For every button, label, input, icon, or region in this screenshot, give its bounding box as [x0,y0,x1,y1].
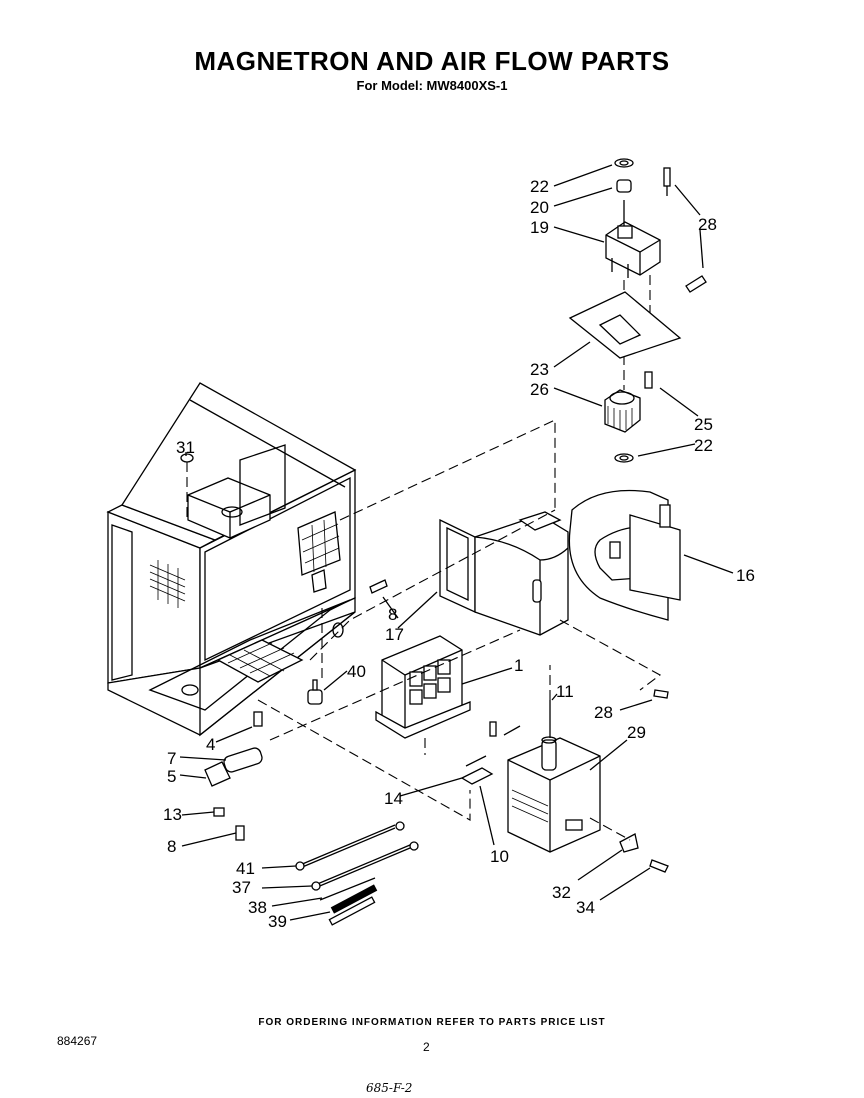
callout-16: 16 [736,566,755,585]
high-voltage-transformer [375,635,471,755]
callout-numbers: 22 20 19 28 23 26 25 22 16 31 8 17 1 40 … [163,177,755,931]
small-hardware [204,579,669,926]
leader-lines [179,164,734,921]
callout-31: 31 [176,438,195,457]
callout-1: 1 [514,656,523,675]
cabinet-drawing [106,382,357,737]
callout-17: 17 [385,625,404,644]
callout-13: 13 [163,805,182,824]
callout-10: 10 [490,847,509,866]
page-number: 2 [423,1040,430,1054]
callout-41: 41 [236,859,255,878]
model-subtitle: For Model: MW8400XS-1 [356,78,508,93]
callout-20: 20 [530,198,549,217]
callout-26: 26 [530,380,549,399]
callout-32: 32 [552,883,571,902]
callout-14: 14 [384,789,403,808]
air-guide [439,511,569,636]
handwritten-note: 685-F-2 [366,1081,413,1095]
callout-39: 39 [268,912,287,931]
callout-29: 29 [627,723,646,742]
callout-8-lower: 8 [167,837,176,856]
ordering-information-note: FOR ORDERING INFORMATION REFER TO PARTS … [258,1017,606,1028]
callout-40: 40 [347,662,366,681]
callout-5: 5 [167,767,176,786]
callout-25: 25 [694,415,713,434]
callout-8-upper: 8 [388,605,397,624]
air-duct [539,489,681,621]
magnetron [507,700,601,853]
page-title: MAGNETRON AND AIR FLOW PARTS [194,46,670,76]
callout-38: 38 [248,898,267,917]
callout-28-lower: 28 [594,703,613,722]
assembly-lines [186,419,662,841]
callout-37: 37 [232,878,251,897]
callout-23: 23 [530,360,549,379]
callout-19: 19 [530,218,549,237]
document-number: 884267 [57,1034,98,1048]
callout-7: 7 [167,749,176,768]
callout-4: 4 [206,735,215,754]
nut-31-drawing [180,453,194,463]
fan-motor-assembly [568,158,707,463]
callout-34: 34 [576,898,595,917]
callout-11: 11 [556,682,574,701]
callout-22-top: 22 [530,177,549,196]
callout-22-lower: 22 [694,436,713,455]
callout-28-top: 28 [698,215,717,234]
